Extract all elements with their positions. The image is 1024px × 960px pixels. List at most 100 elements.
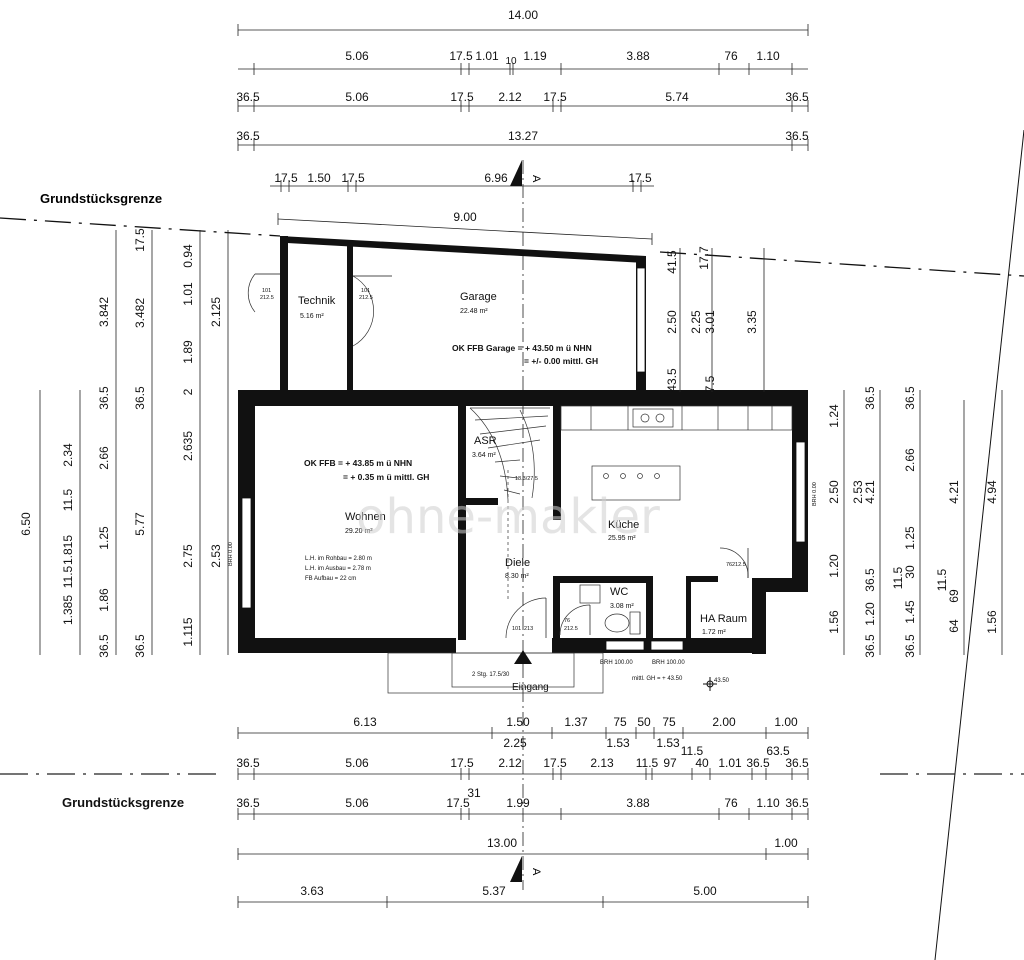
wc-top-wall xyxy=(553,576,650,583)
garage-top-wall xyxy=(280,236,646,263)
section-label-top: A xyxy=(530,175,542,183)
watermark-text: ohne-makler xyxy=(356,489,660,545)
dim-bot-r2-4: 63.5 xyxy=(766,744,790,758)
dim-top-r3-1: 13.27 xyxy=(508,129,538,143)
wohnen-lh-rohbau: L.H. im Rohbau = 2.80 m xyxy=(305,556,372,562)
dim-top-r1-1: 17.5 xyxy=(449,49,473,63)
dim-top-r4-2: 17.5 xyxy=(341,171,365,185)
dim-bot-r1-6: 2.00 xyxy=(712,715,736,729)
dim-left-c1-0: 6.50 xyxy=(19,512,33,536)
dim-top-r4-0: 17.5 xyxy=(274,171,298,185)
room-kueche-name: Küche xyxy=(608,519,639,531)
section-marker-top: A xyxy=(510,160,542,890)
door-tag-technik-2a: 101 xyxy=(361,288,370,294)
garage-left-wall xyxy=(280,236,288,392)
wc-window xyxy=(605,640,645,651)
level-mark-label: 43.50 xyxy=(714,678,730,684)
dim-right-c3-6: 36.5 xyxy=(903,634,917,658)
dim-right-c1-2: 1.20 xyxy=(827,554,841,578)
dim-top-r1-3: 10 xyxy=(505,56,517,67)
room-kueche-area: 25.95 m² xyxy=(608,535,636,542)
dim-bot-r3-10: 36.5 xyxy=(746,756,770,770)
dim-top-r1-7: 1.10 xyxy=(756,49,780,63)
room-technik-area: 5.16 m² xyxy=(300,313,324,320)
dim-left-c4-4: 5.77 xyxy=(133,512,147,536)
dim-right-c4-0: 4.21 xyxy=(947,480,961,504)
dim-top-r2-1: 5.06 xyxy=(345,90,369,104)
dim-left-c5-2: 1.89 xyxy=(181,340,195,364)
dim-bot-r2-1: 1.53 xyxy=(606,736,630,750)
dim-left-c5-6: 1.115 xyxy=(181,617,195,646)
dim-top-r2-3: 2.12 xyxy=(498,90,522,104)
dim-gr-4: 3.01 xyxy=(703,310,717,334)
dim-right-c1-1: 2.50 xyxy=(827,480,841,504)
dim-left-c5-3: 2 xyxy=(181,388,195,395)
dim-gr-6: 43.5 xyxy=(665,368,679,392)
dim-left-c3-3: 1.25 xyxy=(97,526,111,550)
wohnen-fb-aufbau: FB Aufbau = 22 cm xyxy=(305,576,356,582)
room-asr-area: 3.64 m² xyxy=(472,452,496,459)
top-dimension-chains: 14.00 5.06 17.5 1.01 10 1.19 3.88 76 1.1… xyxy=(236,8,809,245)
dim-left-c2-0: 1.385 xyxy=(61,595,75,625)
dim-top-r1-0: 5.06 xyxy=(345,49,369,63)
technik-partition xyxy=(347,246,353,392)
dim-right-c4-3: 64 xyxy=(947,619,961,633)
dim-bot-r1-3: 75 xyxy=(613,715,627,729)
dim-gr-2: 2.50 xyxy=(665,310,679,334)
dim-right-c5-1: 1.56 xyxy=(985,610,999,634)
garage-window xyxy=(636,267,646,373)
brh-left-label: BRH 0.00 xyxy=(228,542,234,566)
dim-top-r3-0: 36.5 xyxy=(236,129,260,143)
boundary-label-bottom: Grundstücksgrenze xyxy=(62,795,184,810)
dim-bot-r4-1: 5.06 xyxy=(345,796,369,810)
room-wohnen-name: Wohnen xyxy=(345,511,386,523)
dim-bot-r4-0: 36.5 xyxy=(236,796,260,810)
dim-left-c2-4: 2.34 xyxy=(61,443,75,467)
door-tag-technik-2b: 212.5 xyxy=(359,295,373,301)
dim-top-overall: 14.00 xyxy=(508,8,538,22)
dim-bot-r2-3: 11.5 xyxy=(681,744,704,758)
dim-top-r1-2: 1.01 xyxy=(475,49,499,63)
kitchen-island xyxy=(591,465,681,501)
dim-bot-r6-2: 5.00 xyxy=(693,884,717,898)
dim-right-c4-2: 69 xyxy=(947,589,961,603)
dim-right-c3-2: 1.25 xyxy=(903,526,917,550)
dim-left-c5-0: 0.94 xyxy=(181,244,195,268)
dim-bot-r6-0: 3.63 xyxy=(300,884,324,898)
dim-left-c3-4: 1.86 xyxy=(97,588,111,612)
dim-garage-width: 9.00 xyxy=(453,210,477,224)
dim-left-c3-0: 3.842 xyxy=(97,297,111,327)
house-top-wall xyxy=(238,390,808,406)
dim-top-r1-5: 3.88 xyxy=(626,49,650,63)
staircase-icon xyxy=(469,407,550,600)
dim-right-c4-1: 11.5 xyxy=(935,568,949,591)
ha-top-wall xyxy=(686,576,718,582)
dim-top-r2-2: 17.5 xyxy=(450,90,474,104)
entrance-label: Eingang xyxy=(512,682,549,693)
dim-gr-5: 3.35 xyxy=(745,310,759,334)
dim-bot-r3-0: 36.5 xyxy=(236,756,260,770)
door-technik-left xyxy=(247,273,256,313)
garage-note-1: OK FFB Garage = + 43.50 m ü NHN xyxy=(452,343,592,353)
room-asr-name: ASR xyxy=(474,435,497,447)
dim-top-r4-3: 6.96 xyxy=(484,171,508,185)
section-label-bottom: A xyxy=(530,868,542,876)
dim-bot-r3-2: 17.5 xyxy=(450,756,474,770)
door-tag-entrance-b: 213 xyxy=(524,626,533,632)
dim-right-c2-3: 36.5 xyxy=(863,568,877,592)
dim-bot-r3-4: 17.5 xyxy=(543,756,567,770)
dim-bot-r4-3: 31 xyxy=(467,786,481,800)
door-tag-technik-1a: 101 xyxy=(262,288,271,294)
dim-right-c2-0: 36.5 xyxy=(863,386,877,410)
door-tag-kueche-a: 76 xyxy=(726,562,732,568)
dim-right-c3-1: 2.66 xyxy=(903,448,917,472)
room-labels: Technik 5.16 m² Garage 22.48 m² OK FFB G… xyxy=(228,288,818,693)
ha-left-wall xyxy=(686,576,691,640)
dim-bot-r1-1: 1.50 xyxy=(506,715,530,729)
dim-bot-r1-2: 1.37 xyxy=(564,715,588,729)
door-tag-wc-a: 76 xyxy=(564,618,570,624)
fixtures xyxy=(247,273,793,694)
wohnen-lh-ausbau: L.H. im Ausbau = 2.78 m xyxy=(305,566,371,572)
dim-gr-3: 2.25 xyxy=(689,310,703,334)
